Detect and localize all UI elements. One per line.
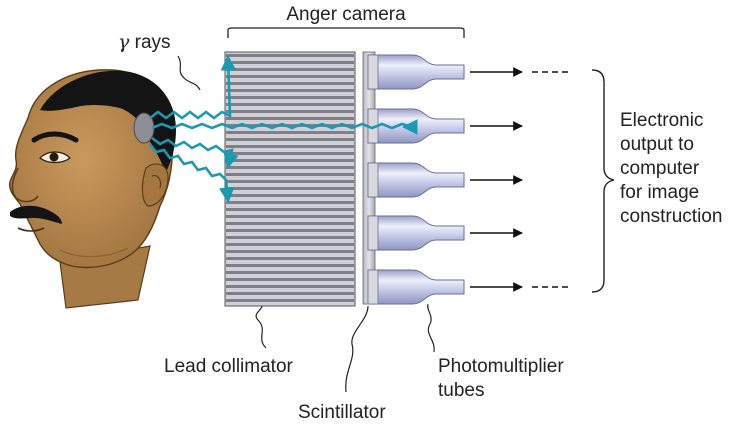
collimator-septum [226, 110, 354, 113]
gamma-rays-text: rays [129, 32, 170, 53]
collimator-septum [226, 292, 354, 295]
collimator-septum [226, 89, 354, 92]
collimator-septum [226, 166, 354, 169]
pmt-line: Photomultiplier [438, 356, 564, 377]
collimator-septum [226, 271, 354, 274]
collimator-septum [226, 54, 354, 57]
collimator-septum [226, 257, 354, 260]
collimator-septum [226, 187, 354, 190]
output-line: for image [620, 182, 699, 203]
gamma-ray-arrow [148, 143, 235, 204]
collimator-septum [226, 264, 354, 267]
collimator-septum [226, 75, 354, 78]
collimator-septum [226, 180, 354, 183]
collimator-septum [226, 222, 354, 225]
scintillator-label: Scintillator [298, 402, 386, 423]
collimator-septum [226, 117, 354, 120]
gamma-ray-arrow [149, 54, 237, 120]
output-label: Electronic output to computer for image … [620, 110, 722, 227]
photomultiplier-tube [367, 54, 465, 90]
collimator-septum [226, 236, 354, 239]
pmt-line: tubes [438, 380, 484, 401]
collimator-septum [226, 145, 354, 148]
collimator-septum [226, 208, 354, 211]
gamma-ray-arrow [151, 136, 239, 170]
collimator-septum [226, 61, 354, 64]
collimator-septum [226, 138, 354, 141]
tube-window [367, 215, 379, 251]
collimator-septum [226, 173, 354, 176]
collimator-septum [226, 152, 354, 155]
gamma-symbol: γ [118, 31, 130, 53]
curly-brace-icon [591, 69, 615, 293]
collimator-septum [226, 68, 354, 71]
collimator-septum [226, 215, 354, 218]
collimator-septum [226, 96, 354, 99]
collimator-septum [226, 278, 354, 281]
tube-window [367, 54, 379, 90]
output-line: construction [620, 206, 722, 227]
photomultiplier-tube [367, 162, 465, 198]
photomultiplier-tube [367, 269, 465, 305]
collimator-septum [226, 159, 354, 162]
output-arrows [470, 67, 572, 292]
output-line: Electronic [620, 110, 703, 131]
head-illustration [8, 69, 176, 309]
gamma-label-pointer [177, 55, 201, 91]
camera-label: Anger camera [286, 4, 406, 25]
photomultiplier-tubes [367, 54, 465, 305]
collimator-septum [226, 299, 354, 302]
collimator-block [224, 51, 356, 307]
collimator-septum [226, 194, 354, 197]
pmt-label: Photomultiplier tubes [438, 356, 569, 401]
lead-collimator-label: Lead collimator [164, 356, 294, 377]
scintillator-pointer [345, 305, 369, 393]
collimator-septum [226, 250, 354, 253]
collimator-septum [226, 82, 354, 85]
output-line: output to [620, 134, 694, 155]
collimator-septum [226, 124, 354, 127]
gamma-rays [148, 54, 418, 204]
pmt-pointer [427, 303, 435, 353]
collimator-septum [226, 243, 354, 246]
collimator-septum [226, 131, 354, 134]
camera-bracket [227, 27, 465, 38]
gamma-ray-arrow [151, 119, 418, 135]
output-line: computer [620, 158, 700, 179]
tube-window [367, 162, 379, 198]
collimator-septum [226, 229, 354, 232]
collimator-septum [226, 201, 354, 204]
collimator-pointer [255, 305, 267, 349]
photomultiplier-tube [367, 108, 465, 144]
gamma-rays-label: γ rays [118, 31, 171, 53]
tube-window [367, 269, 379, 305]
collimator-septum [226, 103, 354, 106]
collimator-septum [226, 285, 354, 288]
photomultiplier-tube [367, 215, 465, 251]
